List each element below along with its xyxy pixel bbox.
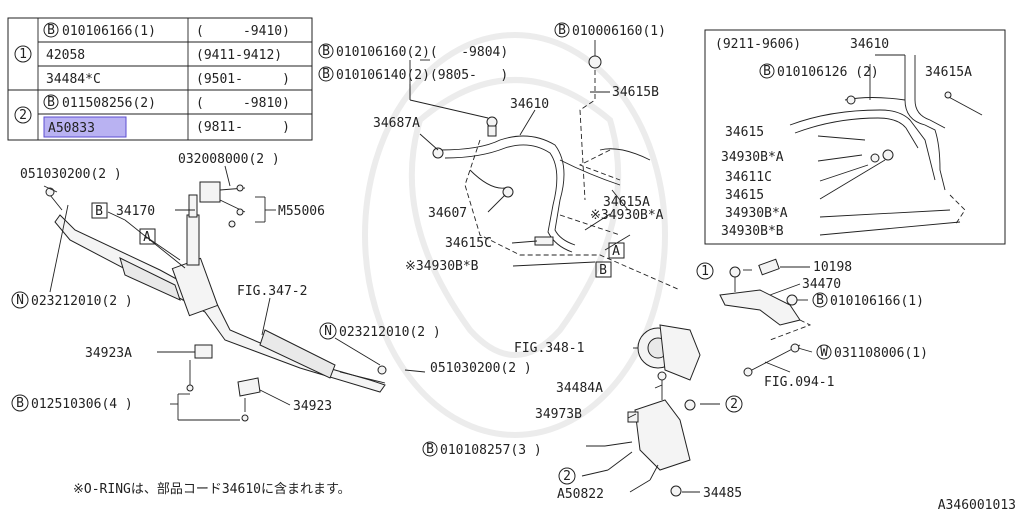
marker-1-1: 1	[701, 264, 709, 279]
marker-b-2: B	[322, 44, 330, 59]
label-010106160: 010106160(2)( -9804)	[336, 45, 508, 60]
inset-range: (9211-9606)	[715, 37, 801, 52]
row1-part: 42058	[46, 48, 85, 63]
label-010108257: 010108257(3 )	[440, 443, 542, 458]
inset-bolt-prefix: B	[763, 64, 771, 79]
label-34930b-a: ※34930B*A	[590, 208, 664, 223]
marker-2-2: 2	[563, 469, 571, 484]
bracket-assembly	[719, 258, 812, 377]
row0-range: ( -9410)	[196, 24, 290, 39]
marker-a-box-1: A	[143, 230, 151, 245]
label-m55006: M55006	[278, 204, 325, 219]
label-032008000: 032008000(2 )	[178, 152, 280, 167]
marker-b-box-2: B	[599, 263, 607, 278]
label-010106140: 010106140(2)(9805- )	[336, 68, 508, 83]
marker-b-6: B	[816, 293, 824, 308]
marker-b-3: B	[322, 67, 330, 82]
marker-w-1: W	[820, 345, 828, 360]
row4-range: (9811- )	[196, 120, 290, 135]
marker-b-box-1: B	[95, 204, 103, 219]
leader-lines	[43, 40, 813, 493]
label-fig347-2: FIG.347-2	[237, 284, 307, 299]
inset-label-5: 34930B*A	[725, 206, 788, 221]
diagram-code: A346001013	[938, 498, 1016, 512]
label-34923: 34923	[293, 399, 332, 414]
watermark-emblem	[362, 32, 668, 438]
label-34607: 34607	[428, 206, 467, 221]
label-34615a: 34615A	[603, 195, 650, 210]
label-34610: 34610	[510, 97, 549, 112]
label-34930b-b: ※34930B*B	[405, 259, 479, 274]
row0-part: 010106166(1)	[62, 24, 156, 39]
inset-bolt: 010106126 (2)	[777, 65, 879, 80]
marker-b-5: B	[426, 442, 434, 457]
label-34615b: 34615B	[612, 85, 659, 100]
marker-n-2: N	[324, 324, 332, 339]
row3-range: ( -9810)	[196, 96, 290, 111]
inset-label-0: 34615A	[925, 65, 972, 80]
steering-gearbox	[45, 181, 426, 422]
footnote: ※O-RINGは、部品コード34610に含まれます。	[73, 481, 351, 497]
row2-part: 34484*C	[46, 72, 101, 87]
label-012510306: 012510306(4 )	[31, 397, 133, 412]
row1-range: (9411-9412)	[196, 48, 282, 63]
label-10198: 10198	[813, 260, 852, 275]
label-34923a: 34923A	[85, 346, 132, 361]
marker-a-box-2: A	[612, 244, 620, 259]
inset-label-6: 34930B*B	[721, 224, 784, 239]
label-34615c: 34615C	[445, 236, 492, 251]
marker-b-1: B	[16, 396, 24, 411]
label-fig348-1: FIG.348-1	[514, 341, 584, 356]
label-a50822: A50822	[557, 487, 604, 502]
label-023212010-left: 023212010(2 )	[31, 294, 133, 309]
label-34485: 34485	[703, 486, 742, 501]
central-hoses	[432, 55, 681, 291]
label-fig094-1: FIG.094-1	[764, 375, 834, 390]
row4-part[interactable]: A50833	[48, 121, 95, 136]
label-010006160: 010006160(1)	[572, 24, 666, 39]
inset-label-4: 34615	[725, 188, 764, 203]
inset-box: (9211-9606) 34610 B 010106126 (2) 34615A…	[704, 29, 1006, 245]
row3-prefix: B	[47, 95, 55, 110]
group1-marker: 1	[19, 47, 27, 62]
label-34170: 34170	[116, 204, 155, 219]
marker-n-1: N	[16, 293, 24, 308]
marker-2-1: 2	[730, 397, 738, 412]
inset-label-2: 34930B*A	[721, 150, 784, 165]
marker-b-4: B	[558, 23, 566, 38]
pump-assembly	[604, 324, 701, 497]
row2-range: (9501- )	[196, 72, 290, 87]
group2-marker: 2	[19, 108, 27, 123]
label-023212010-right: 023212010(2 )	[339, 325, 441, 340]
label-051030200-left: 051030200(2 )	[20, 167, 122, 182]
inset-label-3: 34611C	[725, 170, 772, 185]
highlight-box	[43, 116, 127, 138]
label-34973b: 34973B	[535, 407, 582, 422]
label-34484a: 34484A	[556, 381, 603, 396]
row3-part: 011508256(2)	[62, 96, 156, 111]
inset-title-part: 34610	[850, 37, 889, 52]
label-34470: 34470	[802, 277, 841, 292]
label-34687a: 34687A	[373, 116, 420, 131]
label-031108006: 031108006(1)	[834, 346, 928, 361]
inset-label-1: 34615	[725, 125, 764, 140]
row0-prefix: B	[47, 23, 55, 38]
label-051030200-right: 051030200(2 )	[430, 361, 532, 376]
label-010106166: 010106166(1)	[830, 294, 924, 309]
variant-table: 1 2 B 010106166(1) ( -9410) 42058 (9411-…	[7, 17, 313, 141]
